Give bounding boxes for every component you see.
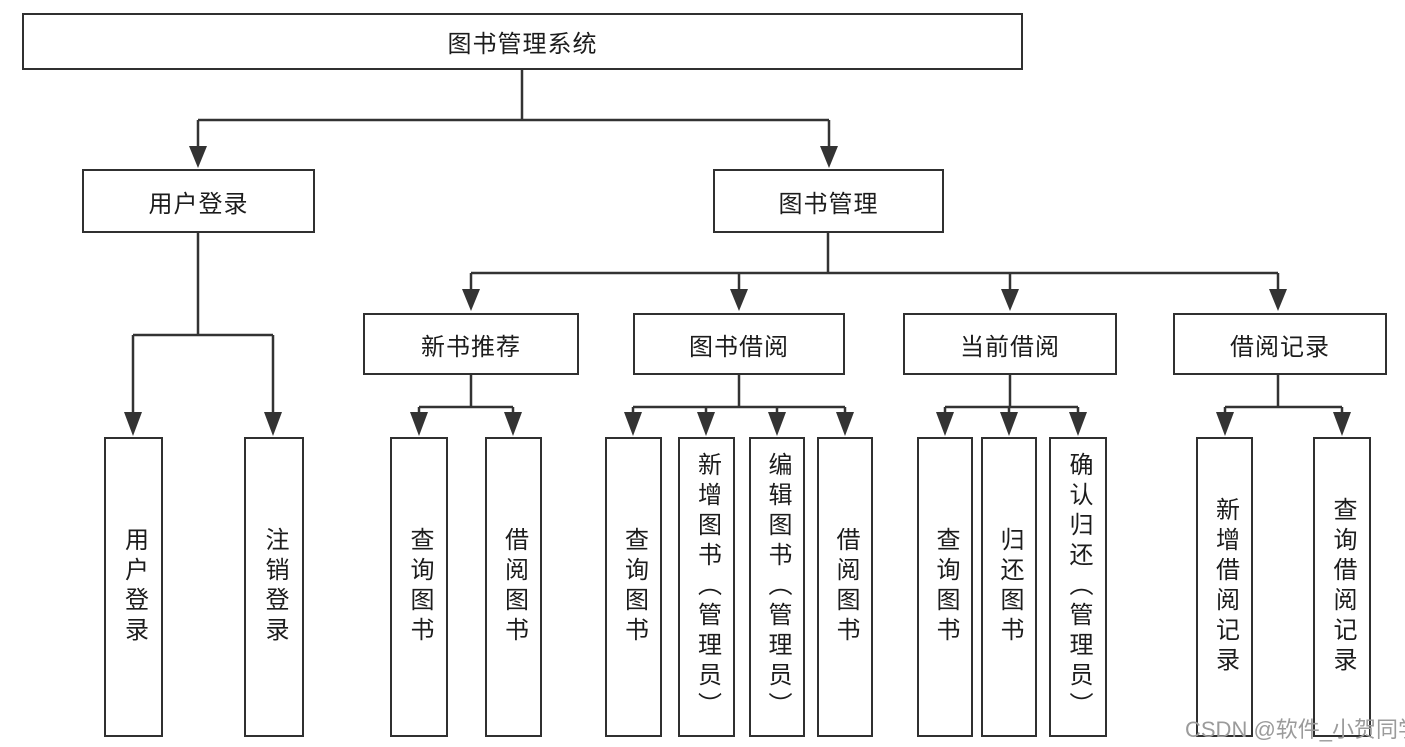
node-label: 借阅图书 <box>832 527 859 647</box>
arrowhead <box>936 412 954 436</box>
arrowhead <box>410 412 428 436</box>
connector-records-split <box>1223 375 1344 413</box>
leaf-add-books-admin: 新增图书（管理员） <box>678 437 735 737</box>
csdn-watermark: CSDN @软件_小贺同学 <box>1185 717 1405 742</box>
leaf-return-books: 归还图书 <box>981 437 1037 737</box>
arrowhead <box>1216 412 1234 436</box>
node-label: 图书管理 <box>778 190 879 218</box>
leaf-borrow-books: 借阅图书 <box>817 437 873 737</box>
node-label: 查询借阅记录 <box>1329 497 1356 677</box>
arrowhead <box>820 146 838 168</box>
arrowhead <box>1333 412 1351 436</box>
node-borrowing-records: 借阅记录 <box>1173 313 1387 375</box>
arrowhead <box>697 412 715 436</box>
node-label: 借阅记录 <box>1230 333 1330 361</box>
connector-current-split <box>943 375 1080 413</box>
node-new-book-recommend: 新书推荐 <box>363 313 579 375</box>
leaf-add-borrow-record: 新增借阅记录 <box>1196 437 1253 737</box>
node-user-login: 用户登录 <box>82 169 315 233</box>
node-label: 确认归还（管理员） <box>1065 452 1092 722</box>
arrowhead <box>1000 412 1018 436</box>
arrowhead <box>768 412 786 436</box>
arrowhead <box>1069 412 1087 436</box>
arrowhead <box>836 412 854 436</box>
leaf-logout: 注销登录 <box>244 437 304 737</box>
node-label: 新增图书（管理员） <box>693 452 721 722</box>
arrowhead <box>504 412 522 436</box>
node-label: 注销登录 <box>261 527 288 647</box>
leaf-query-books-borrowing: 查询图书 <box>605 437 662 737</box>
node-library-management-system: 图书管理系统 <box>22 13 1023 70</box>
arrowhead <box>624 412 642 436</box>
node-label: 用户登录 <box>120 527 148 647</box>
node-label: 查询图书 <box>620 527 648 647</box>
arrowhead <box>1001 289 1019 311</box>
leaf-confirm-return-admin: 确认归还（管理员） <box>1049 437 1107 737</box>
node-label: 用户登录 <box>148 190 249 218</box>
node-label: 图书借阅 <box>689 333 789 361</box>
connector-newrec-split <box>417 375 515 413</box>
connector-root-split <box>196 70 831 147</box>
arrowhead <box>124 412 142 436</box>
node-label: 新书推荐 <box>421 333 521 361</box>
arrowhead <box>189 146 207 168</box>
node-book-borrowing: 图书借阅 <box>633 313 845 375</box>
leaf-user-login: 用户登录 <box>104 437 163 737</box>
arrowhead <box>1269 289 1287 311</box>
arrowhead <box>730 289 748 311</box>
node-label: 当前借阅 <box>960 333 1060 361</box>
node-label: 编辑图书（管理员） <box>764 452 791 722</box>
connector-bookmgmt-split <box>469 233 1280 290</box>
connector-borrow-split <box>631 375 847 413</box>
arrowhead <box>462 289 480 311</box>
leaf-borrow-books-recommend: 借阅图书 <box>485 437 542 737</box>
connector-userlogin-split <box>131 233 275 413</box>
leaf-edit-books-admin: 编辑图书（管理员） <box>749 437 805 737</box>
leaf-query-books-current: 查询图书 <box>917 437 973 737</box>
node-label: 查询图书 <box>406 527 433 647</box>
leaf-query-borrow-record: 查询借阅记录 <box>1313 437 1371 737</box>
node-book-management: 图书管理 <box>713 169 944 233</box>
node-label: 图书管理系统 <box>447 31 598 58</box>
node-label: 查询图书 <box>932 527 959 647</box>
node-label: 归还图书 <box>996 527 1023 647</box>
node-label: 借阅图书 <box>500 527 528 647</box>
node-label: 新增借阅记录 <box>1211 497 1239 677</box>
node-current-borrowing: 当前借阅 <box>903 313 1117 375</box>
arrowhead <box>264 412 282 436</box>
leaf-query-books-recommend: 查询图书 <box>390 437 448 737</box>
